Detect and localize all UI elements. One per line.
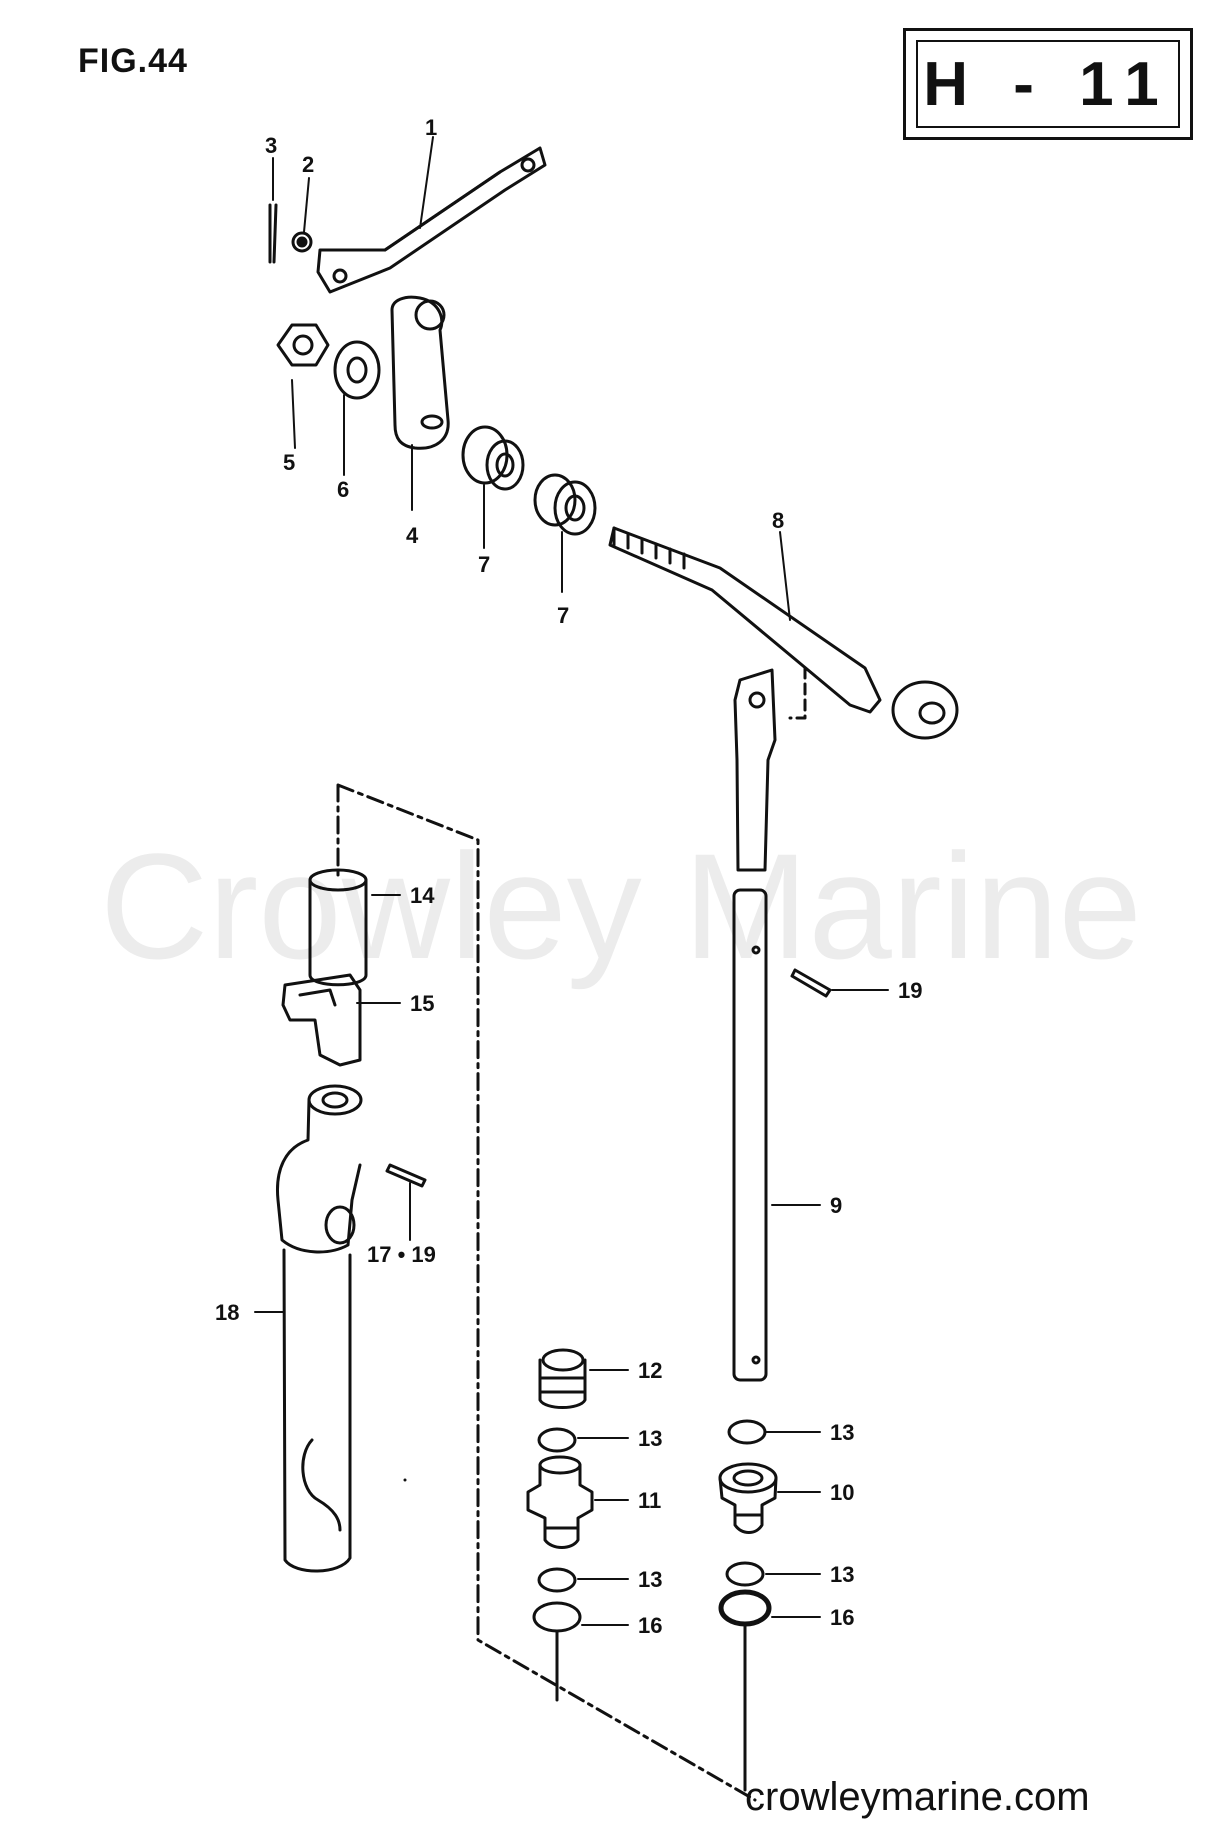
part-13-o-ring-c <box>537 1567 577 1593</box>
callout-16b: 16 <box>830 1605 854 1630</box>
callout-15: 15 <box>410 991 434 1016</box>
callout-13a: 13 <box>638 1426 662 1451</box>
part-13-o-ring-d <box>725 1561 765 1587</box>
callout-4: 4 <box>406 523 419 548</box>
speck <box>403 1478 407 1482</box>
callout-8: 8 <box>772 508 784 533</box>
page-code-inner-border: H - 11 <box>916 40 1180 128</box>
callout-19: 19 <box>898 978 922 1003</box>
site-url[interactable]: crowleymarine.com <box>745 1775 1090 1819</box>
part-12-plug <box>538 1348 587 1409</box>
part-15-clutch-dog <box>281 973 362 1067</box>
callout-13d: 13 <box>830 1562 854 1587</box>
part-10-plug <box>718 1462 778 1534</box>
part-19-pin-right <box>790 968 832 998</box>
page-code: H - 11 <box>923 49 1173 119</box>
part-17-19-pin-left <box>385 1163 427 1188</box>
part-13-o-ring-a <box>537 1427 577 1453</box>
callout-11: 11 <box>638 1488 661 1513</box>
page-code-box: H - 11 <box>903 28 1193 140</box>
callout-2: 2 <box>302 152 314 177</box>
part-5-nut <box>276 323 330 367</box>
leader-lines <box>254 136 889 1626</box>
part-6-washer <box>333 340 381 400</box>
callout-5: 5 <box>283 450 295 475</box>
part-16-gasket-b <box>718 1589 772 1627</box>
callout-3: 3 <box>265 133 277 158</box>
part-3-cotter-pin <box>268 203 278 264</box>
callout-14: 14 <box>410 883 435 908</box>
part-16-gasket-a <box>532 1601 582 1633</box>
part-11-plug <box>526 1455 594 1549</box>
callout-7b: 7 <box>557 603 569 628</box>
callout-10: 10 <box>830 1480 854 1505</box>
callout-13c: 13 <box>638 1567 662 1592</box>
part-7-bushing-b <box>533 473 597 536</box>
dashed-link-8-9 <box>788 666 807 720</box>
callout-17-19: 17 • 19 <box>367 1242 436 1267</box>
part-2-clip <box>291 231 313 253</box>
figure-title: FIG.44 <box>78 42 188 80</box>
callout-1: 1 <box>425 115 437 140</box>
callout-18: 18 <box>215 1300 239 1325</box>
part-8-shift-rod <box>608 526 959 740</box>
callout-9: 9 <box>830 1193 842 1218</box>
part-4-shift-lever <box>390 295 450 450</box>
part-18-lower-shift-rod <box>275 1084 363 1573</box>
part-1-link-rod <box>316 146 547 294</box>
part-9-upper-shift-rod <box>732 668 777 1382</box>
callout-13b: 13 <box>830 1420 854 1445</box>
part-14-cap <box>308 868 368 987</box>
part-13-o-ring-b <box>727 1419 767 1445</box>
watermark: Crowley Marine <box>100 822 1142 990</box>
callout-7a: 7 <box>478 552 490 577</box>
callout-16a: 16 <box>638 1613 662 1638</box>
callout-12: 12 <box>638 1358 662 1383</box>
dashed-assembly-line <box>336 783 757 1802</box>
part-7-bushing-a <box>461 425 525 491</box>
callout-6: 6 <box>337 477 349 502</box>
